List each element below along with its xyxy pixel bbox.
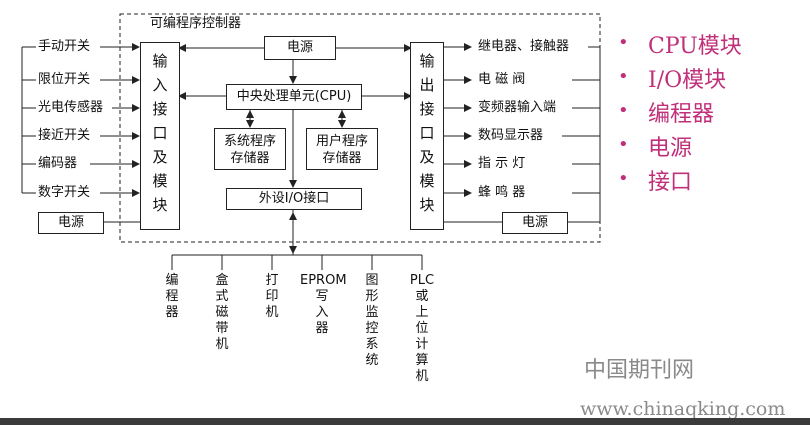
bullet-dot-icon: • bbox=[618, 32, 629, 53]
input-power-label: 电源 bbox=[57, 215, 84, 230]
output-device-label: 变频器输入端 bbox=[478, 100, 557, 115]
peripheral-label: 编程器 bbox=[165, 273, 179, 320]
bullet-dot-icon: • bbox=[618, 66, 629, 87]
bullet-dot-icon: • bbox=[618, 134, 629, 155]
output-module-char: 出 bbox=[419, 76, 435, 94]
user-memory-label: 用户程序存储器 bbox=[315, 134, 368, 166]
bullet-dot-icon: • bbox=[618, 168, 629, 189]
bullet-text: 电源 bbox=[648, 136, 693, 161]
system-memory-label: 系统程序存储器 bbox=[223, 134, 276, 166]
input-module-char: 入 bbox=[152, 76, 168, 94]
peripheral-label: 打印机 bbox=[265, 273, 279, 320]
user-memory-box bbox=[306, 128, 378, 170]
plc-frame bbox=[119, 13, 601, 243]
peripheral-io-box bbox=[226, 188, 362, 210]
input-device-label: 数字开关 bbox=[38, 185, 91, 200]
diagram-title: 可编程序控制器 bbox=[150, 16, 242, 31]
bullet-text: 编程器 bbox=[648, 102, 715, 127]
input-module-char: 块 bbox=[152, 196, 168, 214]
bullet-text: I/O模块 bbox=[648, 68, 727, 93]
output-module-char: 模 bbox=[419, 172, 435, 190]
output-module-char: 接 bbox=[419, 100, 435, 118]
bullet-text: CPU模块 bbox=[648, 34, 742, 59]
output-device-label: 电 磁 阀 bbox=[478, 72, 526, 87]
system-memory-box bbox=[214, 128, 286, 170]
watermark-cn: 中国期刊网 bbox=[584, 358, 695, 383]
input-device-label: 编码器 bbox=[38, 156, 78, 171]
output-device-label: 继电器、接触器 bbox=[478, 39, 570, 54]
input-device-label: 限位开关 bbox=[38, 72, 91, 87]
input-device-label: 接近开关 bbox=[38, 128, 91, 143]
output-module-char: 及 bbox=[419, 148, 435, 166]
input-module-char: 输 bbox=[152, 52, 168, 70]
input-module-box bbox=[140, 42, 180, 230]
input-module-char: 口 bbox=[152, 124, 168, 142]
power-supply-box bbox=[264, 36, 336, 60]
output-module-char: 口 bbox=[419, 124, 435, 142]
output-device-label: 数码显示器 bbox=[478, 128, 544, 143]
output-module-char: 块 bbox=[419, 196, 435, 214]
bullet-text: 接口 bbox=[648, 170, 693, 195]
output-power-label: 电源 bbox=[521, 215, 548, 230]
input-device-label: 手动开关 bbox=[38, 39, 91, 54]
output-device-label: 蜂 鸣 器 bbox=[478, 185, 526, 200]
output-power-box bbox=[502, 212, 568, 234]
peripheral-io-label: 外设I/O接口 bbox=[258, 191, 330, 206]
input-module-char: 接 bbox=[152, 100, 168, 118]
input-module-char: 及 bbox=[152, 148, 168, 166]
input-power-box bbox=[38, 212, 104, 234]
peripheral-label: 盒式磁带机 bbox=[215, 273, 229, 352]
cpu-label: 中央处理单元(CPU) bbox=[236, 89, 352, 104]
output-device-label: 指 示 灯 bbox=[478, 156, 526, 171]
bottom-bar bbox=[0, 418, 810, 425]
peripheral-label: 图形监控系统 bbox=[365, 273, 379, 368]
output-module-box bbox=[410, 42, 444, 230]
power-supply-label: 电源 bbox=[286, 40, 313, 55]
input-module-char: 模 bbox=[152, 172, 168, 190]
cpu-box bbox=[226, 84, 362, 110]
bullet-dot-icon: • bbox=[618, 100, 629, 121]
output-module-char: 输 bbox=[419, 52, 435, 70]
watermark-url: www.chinaqking.com bbox=[580, 398, 786, 420]
input-device-label: 光电传感器 bbox=[38, 100, 104, 115]
